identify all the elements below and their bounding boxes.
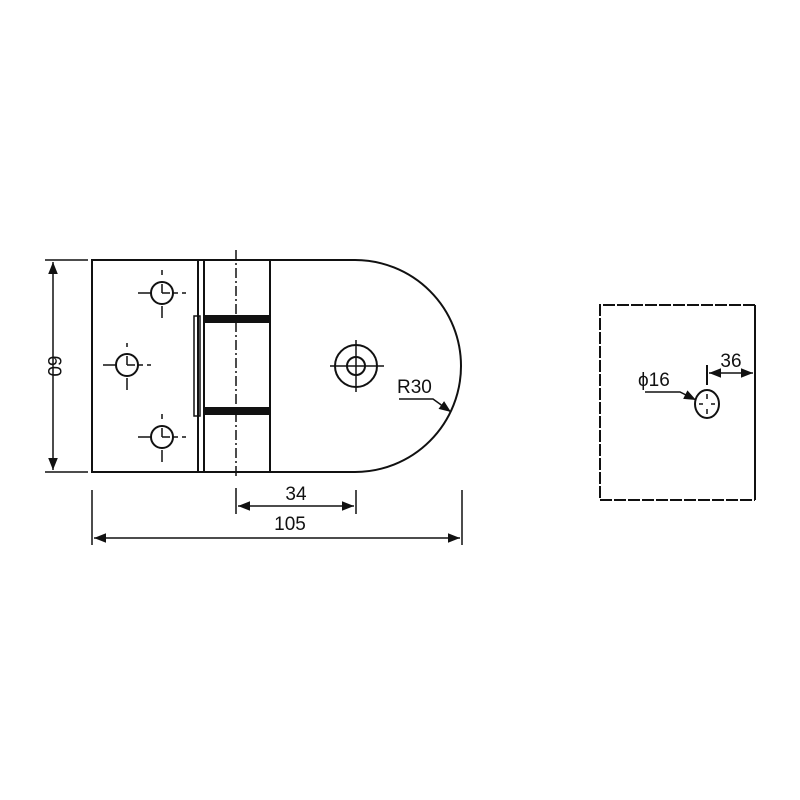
countersunk-hole [330,340,384,392]
screw-hole-middle [103,343,151,390]
glass-hole [694,389,720,419]
hole-offset-dimension: 36 [706,351,753,385]
side-view: 36 ϕ16 [599,304,756,501]
knuckle-band-top [204,315,270,323]
screw-hole-bottom [138,414,186,462]
pin-to-hole-dimension: 34 [235,484,357,514]
height-dimension: 60 [43,259,88,473]
pin-to-hole-dim-label: 34 [285,484,307,505]
right-leaf [270,259,462,473]
overall-length-dimension: 105 [91,490,463,545]
hole-diameter-label: ϕ16 [638,370,670,391]
hole-diameter-callout: ϕ16 [638,370,697,401]
knuckle-band-bottom [204,407,270,415]
radius-label: R30 [397,377,432,398]
screw-hole-top [138,270,186,318]
front-view: 60 34 105 R30 [43,250,463,545]
height-dim-label: 60 [43,355,64,376]
overall-length-dim-label: 105 [274,514,306,535]
pin-cap [193,315,201,417]
hole-offset-dim-label: 36 [720,351,741,372]
left-leaf [91,259,199,473]
radius-callout: R30 [397,377,452,413]
knuckle [203,259,271,473]
